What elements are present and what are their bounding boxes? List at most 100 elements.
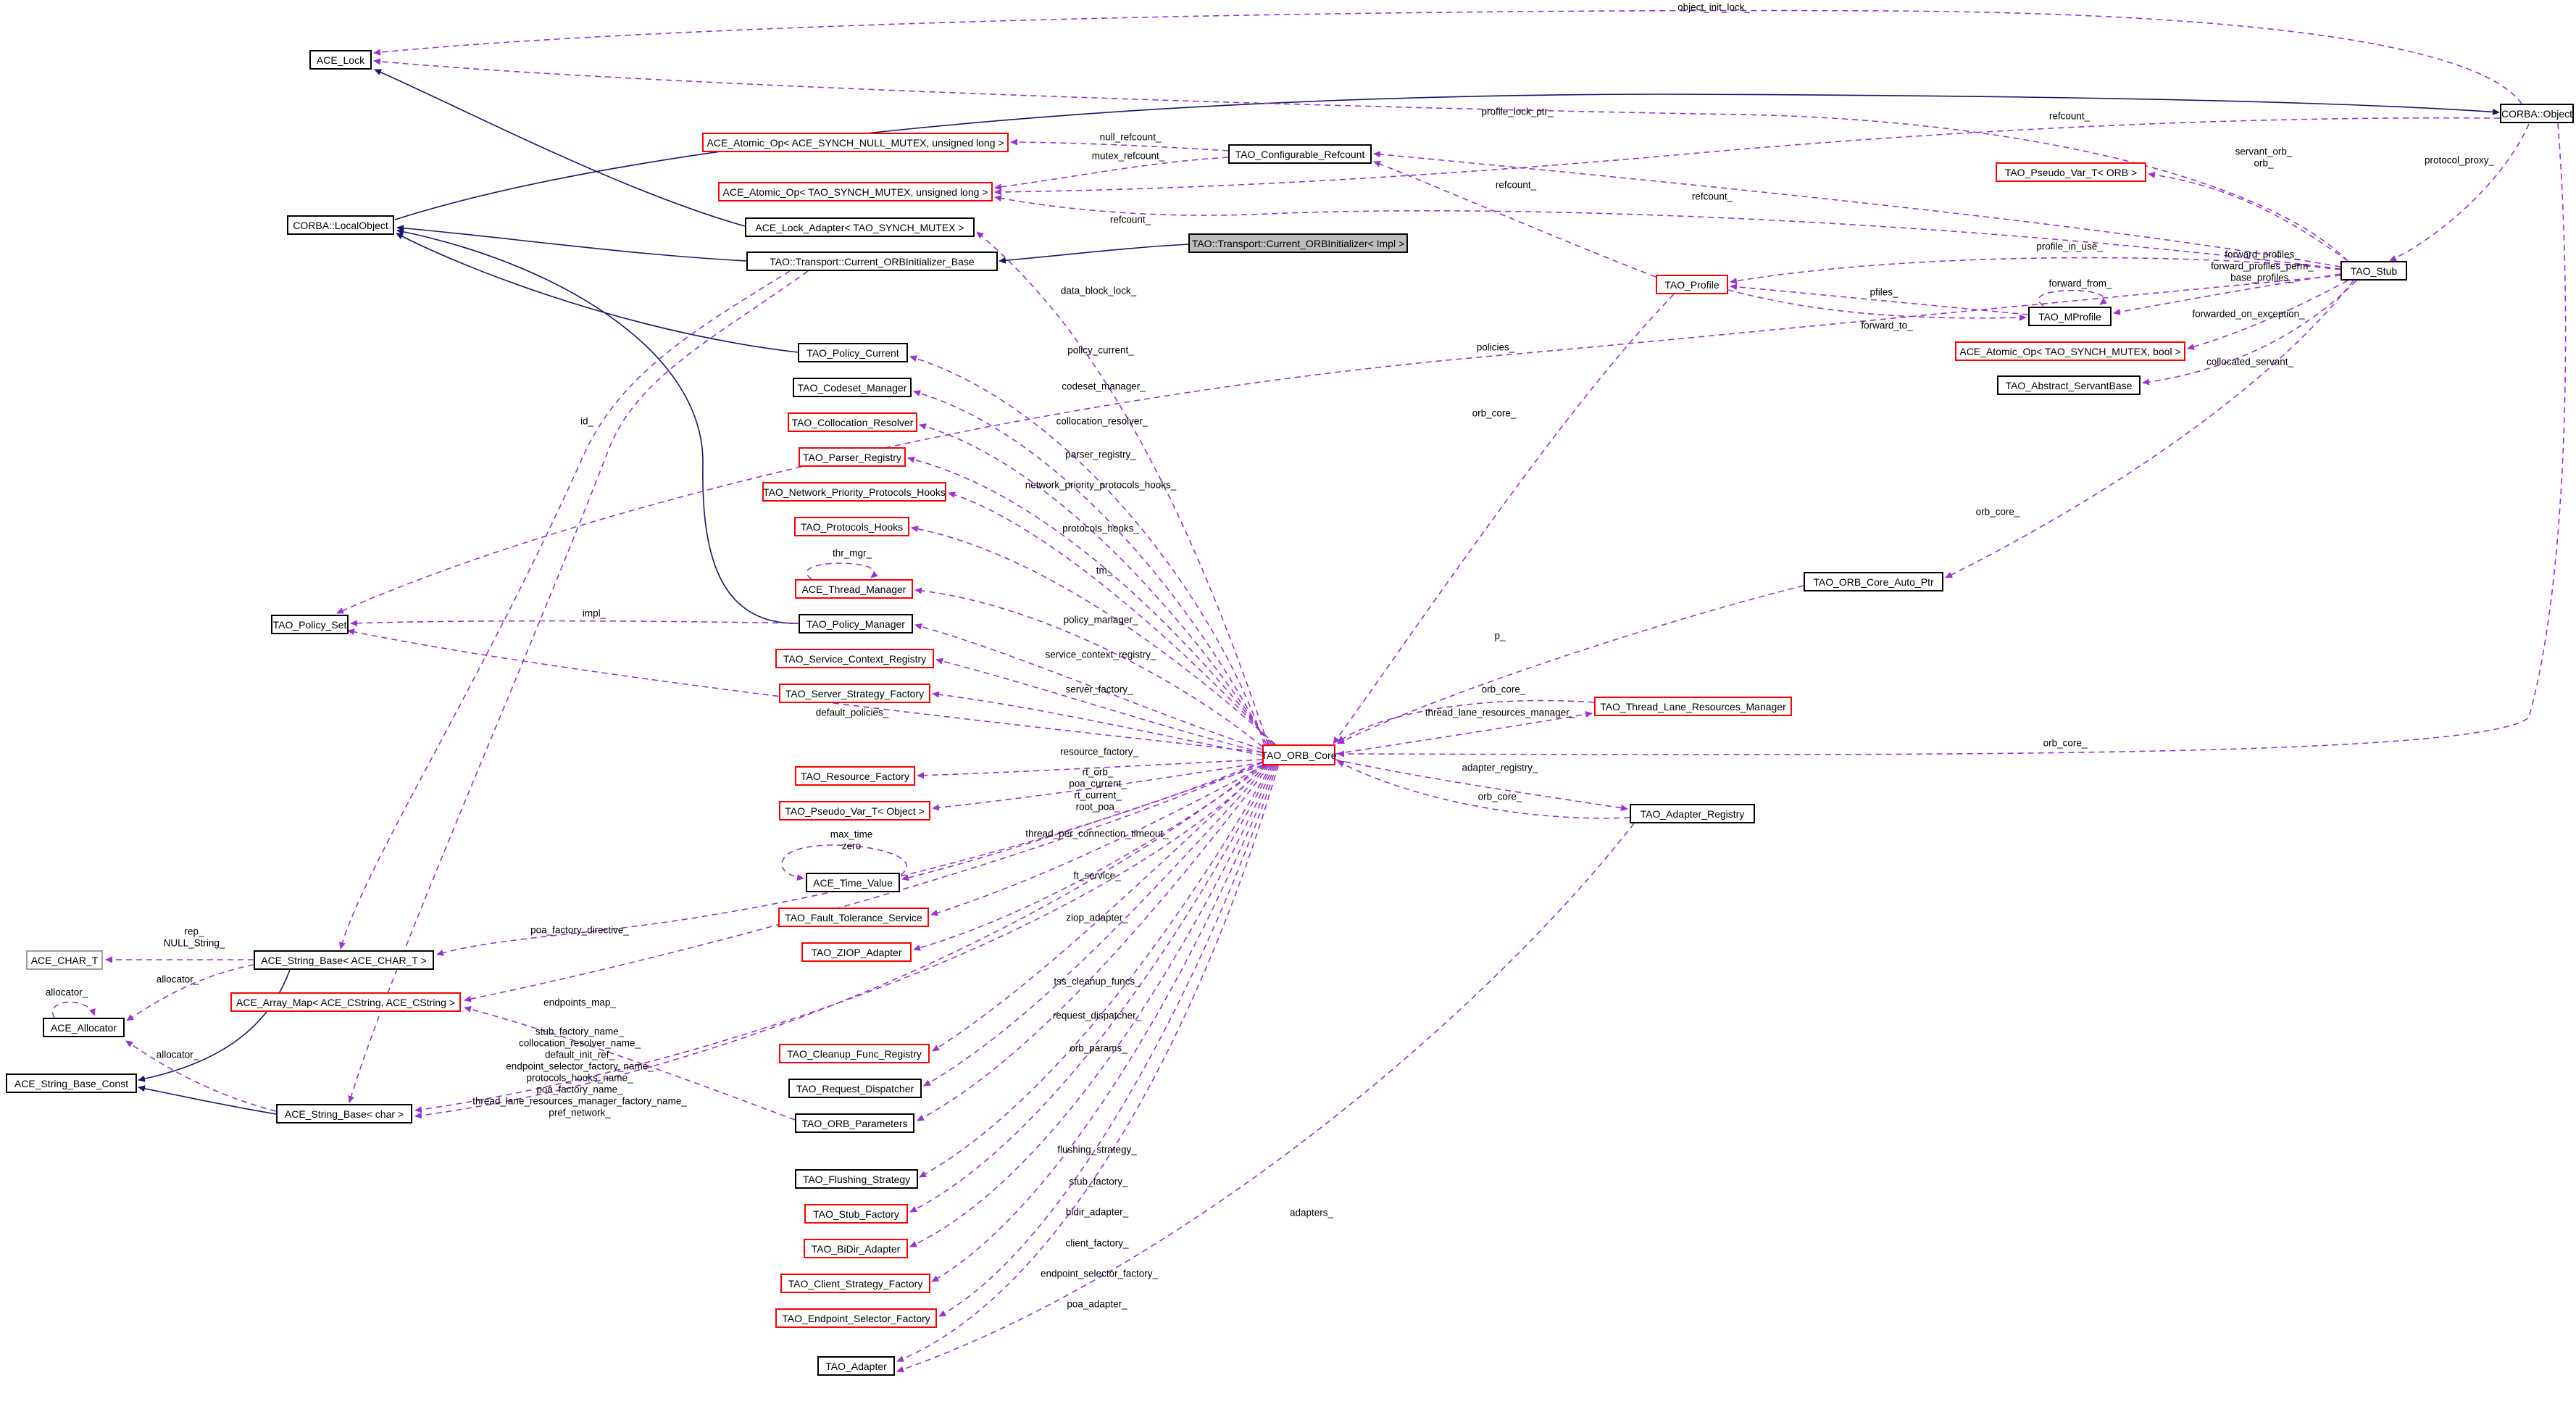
edge-corba_object-to-ace_atomic_ul	[994, 117, 2501, 196]
edge-label: refcount_	[1496, 180, 1537, 191]
edge-label: pref_network_	[549, 1108, 611, 1118]
node-ace_string_base_char_t[interactable]: ACE_String_Base< ACE_CHAR_T >	[254, 950, 434, 970]
node-tao_cleanup_func_registry[interactable]: TAO_Cleanup_Func_Registry	[779, 1044, 930, 1063]
edge-label: refcount_	[1692, 191, 1733, 202]
edge-label: impl_	[583, 608, 607, 619]
node-tao_policy_current[interactable]: TAO_Policy_Current	[798, 343, 908, 362]
node-ace_atomic_bool[interactable]: ACE_Atomic_Op< TAO_SYNCH_MUTEX, bool >	[1955, 341, 2185, 361]
node-tao_flushing_strategy[interactable]: TAO_Flushing_Strategy	[795, 1169, 918, 1189]
edge-label: orb_core_	[2043, 738, 2088, 749]
node-tao_request_dispatcher[interactable]: TAO_Request_Dispatcher	[788, 1079, 922, 1098]
node-tao_resource_factory[interactable]: TAO_Resource_Factory	[795, 766, 915, 786]
node-ace_lock_adapter[interactable]: ACE_Lock_Adapter< TAO_SYNCH_MUTEX >	[745, 217, 975, 237]
node-tao_pseudo_orb[interactable]: TAO_Pseudo_Var_T< ORB >	[1996, 162, 2146, 182]
edge-label: rt_orb_	[1083, 767, 1114, 778]
node-ace_lock[interactable]: ACE_Lock	[309, 50, 372, 70]
edge-ace_string_base_char-to-ace_string_base_const	[138, 1085, 277, 1115]
node-label: TAO_Pseudo_Var_T< ORB >	[2004, 166, 2138, 178]
edge-tao_orb_core-to-tao_protocols_hooks	[911, 526, 1276, 745]
edge-label: tss_cleanup_funcs_	[1054, 976, 1141, 987]
node-tao_pseudo_object[interactable]: TAO_Pseudo_Var_T< Object >	[779, 801, 930, 821]
node-main[interactable]: TAO::Transport::Current_ORBInitializer< …	[1188, 233, 1408, 253]
edge-label: thr_mgr_	[833, 548, 872, 559]
node-label: TAO_Network_Priority_Protocols_Hooks	[763, 486, 946, 498]
edge-label: forwarded_on_exception_	[2192, 309, 2305, 320]
node-label: ACE_String_Base< char >	[284, 1108, 404, 1120]
node-ace_allocator[interactable]: ACE_Allocator	[43, 1018, 125, 1037]
node-tao_stub_factory[interactable]: TAO_Stub_Factory	[804, 1204, 908, 1224]
node-ace_atomic_null[interactable]: ACE_Atomic_Op< ACE_SYNCH_NULL_MUTEX, uns…	[702, 133, 1009, 152]
node-ace_atomic_ul[interactable]: ACE_Atomic_Op< TAO_SYNCH_MUTEX, unsigned…	[718, 182, 993, 202]
node-tao_mprofile[interactable]: TAO_MProfile	[2028, 307, 2112, 326]
node-label: ACE_CHAR_T	[30, 954, 99, 966]
edge-label: client_factory_	[1065, 1238, 1129, 1249]
node-label: TAO::Transport::Current_ORBInitializer< …	[1191, 237, 1405, 249]
node-corba_localobject[interactable]: CORBA::LocalObject	[287, 215, 394, 235]
node-label: TAO_MProfile	[2038, 310, 2101, 323]
node-label: TAO_Policy_Manager	[806, 618, 905, 630]
node-label: ACE_Time_Value	[813, 876, 893, 889]
node-tao_profile[interactable]: TAO_Profile	[1656, 275, 1728, 294]
node-tao_orb_core_auto_ptr[interactable]: TAO_ORB_Core_Auto_Ptr	[1804, 572, 1943, 591]
node-tao_network_priority[interactable]: TAO_Network_Priority_Protocols_Hooks	[762, 482, 946, 502]
edge-label: policy_manager_	[1064, 615, 1138, 626]
edge-tao_orb_core-to-tao_policy_current	[909, 355, 1265, 745]
node-ace_array_map[interactable]: ACE_Array_Map< ACE_CString, ACE_CString …	[230, 992, 461, 1012]
node-tao_client_strategy_factory[interactable]: TAO_Client_Strategy_Factory	[780, 1274, 930, 1293]
node-ace_time_value[interactable]: ACE_Time_Value	[806, 873, 900, 892]
node-ace_thread_manager[interactable]: ACE_Thread_Manager	[795, 579, 913, 599]
node-tao_parser_registry[interactable]: TAO_Parser_Registry	[799, 447, 906, 467]
edge-tao_stub-to-tao_orb_core_auto_ptr	[1945, 280, 2354, 578]
edge-tao_stub-to-tao_configurable_refcount	[1373, 151, 2341, 267]
edge-tao_orb_core_auto_ptr-to-tao_orb_core	[1337, 585, 1804, 744]
edge-label: adapters_	[1290, 1208, 1334, 1218]
node-tao_endpoint_selector_factory[interactable]: TAO_Endpoint_Selector_Factory	[775, 1308, 937, 1328]
edge-ace_string_base_char_t-to-ace_string_base_const	[138, 969, 291, 1082]
node-label: TAO_Policy_Set	[272, 618, 347, 631]
node-label: TAO_Request_Dispatcher	[796, 1082, 914, 1095]
node-tao_tlrm[interactable]: TAO_Thread_Lane_Resources_Manager	[1594, 697, 1792, 716]
node-tao_codeset_manager[interactable]: TAO_Codeset_Manager	[793, 378, 912, 397]
node-tao_service_context_registry[interactable]: TAO_Service_Context_Registry	[775, 649, 934, 668]
node-orbinit_base[interactable]: TAO::Transport::Current_ORBInitializer_B…	[746, 252, 998, 271]
edge-label: adapter_registry_	[1462, 763, 1538, 773]
node-ace_string_base_char[interactable]: ACE_String_Base< char >	[276, 1104, 412, 1124]
node-tao_server_strategy_factory[interactable]: TAO_Server_Strategy_Factory	[779, 684, 930, 703]
node-tao_stub[interactable]: TAO_Stub	[2341, 261, 2407, 281]
node-tao_configurable_refcount[interactable]: TAO_Configurable_Refcount	[1228, 144, 1372, 164]
node-tao_protocols_hooks[interactable]: TAO_Protocols_Hooks	[794, 517, 909, 536]
node-label: ACE_Lock	[316, 54, 365, 66]
node-label: TAO_Adapter	[825, 1360, 887, 1372]
node-label: TAO_Pseudo_Var_T< Object >	[785, 805, 925, 817]
edge-label: forward_to_	[1861, 320, 1913, 331]
node-tao_orb_core[interactable]: TAO_ORB_Core	[1262, 744, 1337, 765]
edge-label: protocols_hooks_	[1062, 523, 1139, 534]
node-tao_policy_manager[interactable]: TAO_Policy_Manager	[799, 614, 913, 634]
edge-label: poa_current_	[1069, 778, 1127, 789]
node-label: ACE_Lock_Adapter< TAO_SYNCH_MUTEX >	[755, 221, 964, 233]
node-tao_adapter_registry[interactable]: TAO_Adapter_Registry	[1630, 804, 1755, 823]
node-ace_string_base_const[interactable]: ACE_String_Base_Const	[6, 1073, 137, 1093]
edge-tao_orb_core-to-tao_pseudo_object	[932, 762, 1263, 811]
edge-tao_orb_core-to-tao_parser_registry	[907, 456, 1272, 745]
edge-tao_orb_core-to-tao_resource_factory	[917, 759, 1263, 779]
node-tao_fault_tolerance[interactable]: TAO_Fault_Tolerance_Service	[778, 908, 929, 927]
edge-label: tm_	[1096, 565, 1113, 576]
node-tao_collocation_resolver[interactable]: TAO_Collocation_Resolver	[788, 412, 917, 432]
node-tao_adapter[interactable]: TAO_Adapter	[817, 1356, 895, 1376]
node-tao_orb_parameters[interactable]: TAO_ORB_Parameters	[795, 1113, 914, 1133]
edge-tao_orb_core-to-tao_network_priority	[948, 491, 1275, 745]
node-tao_policy_set[interactable]: TAO_Policy_Set	[271, 615, 349, 634]
edge-tao_profile-to-tao_mprofile	[1727, 289, 2027, 321]
node-tao_abstract_servantbase[interactable]: TAO_Abstract_ServantBase	[1997, 375, 2141, 395]
node-tao_bidir_adapter[interactable]: TAO_BiDir_Adapter	[804, 1239, 908, 1258]
node-ace_char_t[interactable]: ACE_CHAR_T	[26, 950, 103, 970]
node-label: ACE_Thread_Manager	[801, 583, 906, 595]
node-label: ACE_Atomic_Op< ACE_SYNCH_NULL_MUTEX, uns…	[706, 136, 1004, 149]
edge-label: forward_from_	[2048, 278, 2112, 289]
node-tao_ziop_adapter[interactable]: TAO_ZIOP_Adapter	[801, 942, 912, 962]
edge-label: poa_factory_name_	[536, 1084, 623, 1095]
edge-label: orb_core_	[1976, 507, 2020, 518]
edge-label: forward_profiles_perm_	[2211, 261, 2314, 272]
node-corba_object[interactable]: CORBA::Object	[2500, 104, 2574, 123]
